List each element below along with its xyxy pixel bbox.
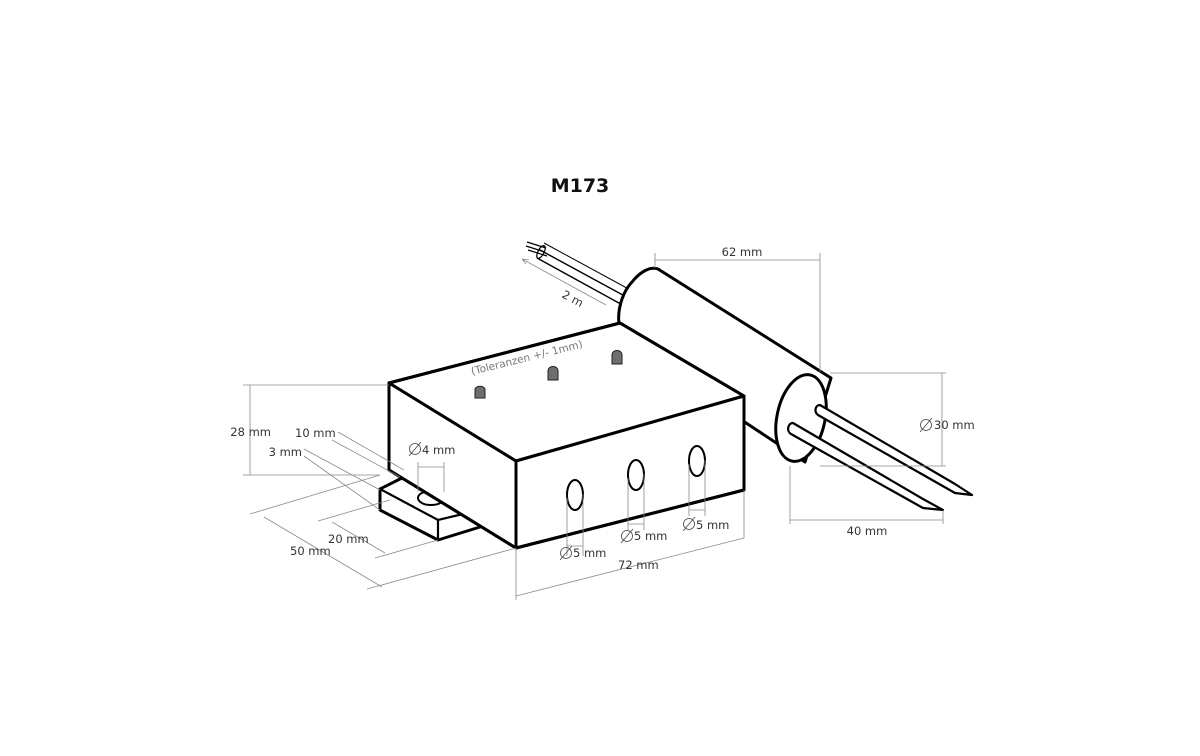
cable — [525, 241, 637, 309]
led-1 — [474, 385, 486, 399]
drawing-title: M173 — [551, 175, 610, 197]
probe-length-label: 40 mm — [847, 524, 888, 538]
probe-upper — [814, 403, 974, 497]
probes — [787, 403, 974, 512]
hole-2-label: 5 mm — [634, 529, 667, 543]
led-3 — [611, 350, 623, 365]
cable-length-dimension: 2 m — [521, 258, 607, 310]
led-2 — [547, 366, 559, 381]
hole-3-dimension: 5 mm — [682, 460, 729, 532]
hole-3-label: 5 mm — [696, 518, 729, 532]
cylinder-diameter-dimension: 30 mm — [820, 372, 975, 467]
depth-dimension: 50 mm — [249, 474, 517, 590]
hole-1-label: 5 mm — [573, 546, 606, 560]
cylinder-diameter-label: 30 mm — [934, 418, 975, 432]
height-label: 28 mm — [230, 425, 271, 439]
cylinder-length-dimension: 62 mm — [654, 245, 821, 372]
length-dimension: 72 mm — [515, 490, 745, 600]
length-label: 72 mm — [618, 558, 659, 572]
height-dimension: 28 mm — [230, 384, 389, 476]
front-hole-3 — [688, 445, 706, 477]
tab-thickness-label: 3 mm — [269, 445, 302, 459]
depth-label: 50 mm — [290, 544, 331, 558]
cable-length-label: 2 m — [560, 287, 586, 310]
probe-length-dimension: 40 mm — [789, 466, 944, 538]
tab-offset-dimension: 20 mm — [317, 499, 439, 559]
hole-1-dimension: 5 mm — [559, 494, 606, 561]
tab-hole-dimension: 4 mm — [408, 441, 455, 492]
enclosure-box — [378, 321, 746, 550]
front-hole-1 — [566, 479, 584, 511]
tab-thickness-dimension: 3 mm — [269, 445, 381, 511]
tab-hole-label: 4 mm — [422, 443, 455, 457]
tab-width-dimension: 10 mm — [295, 426, 405, 478]
tab-width-label: 10 mm — [295, 426, 336, 440]
tab-offset-label: 20 mm — [328, 532, 369, 546]
hole-2-dimension: 5 mm — [620, 474, 667, 544]
probe-lower — [787, 421, 945, 512]
front-hole-2 — [627, 459, 645, 491]
cylinder-length-label: 62 mm — [722, 245, 763, 259]
